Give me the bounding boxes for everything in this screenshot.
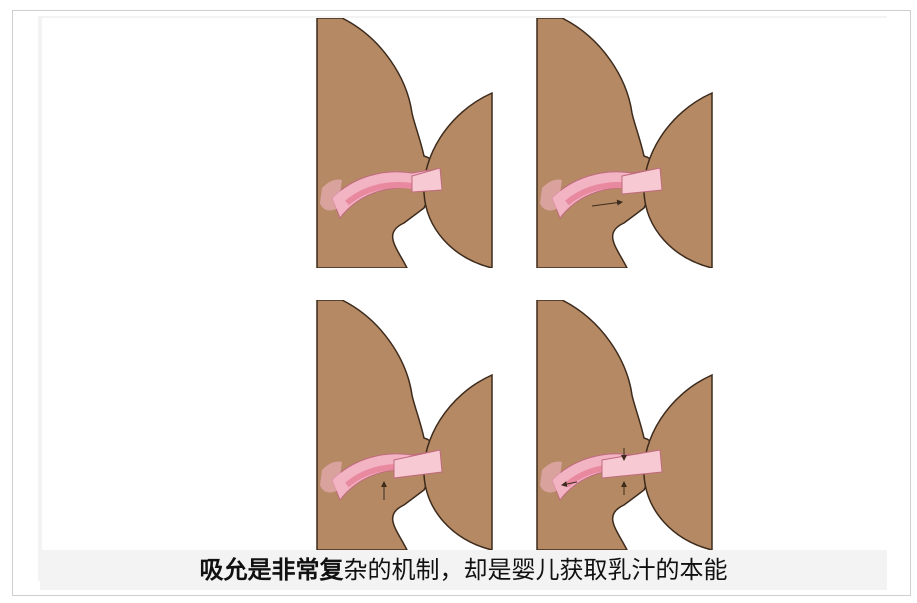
suckling-stage-4-illustration (536, 300, 713, 550)
caption-bold-text: 吸允是非常复 (199, 556, 344, 584)
suckling-stage-1-illustration (316, 18, 493, 268)
suckling-stage-2-illustration (536, 18, 713, 268)
caption-regular-text: 杂的机制，却是婴儿获取乳汁的本能 (343, 556, 728, 584)
image-caption: 吸允是非常复杂的机制，却是婴儿获取乳汁的本能 (40, 550, 887, 590)
suckling-stage-3-illustration (316, 300, 493, 550)
